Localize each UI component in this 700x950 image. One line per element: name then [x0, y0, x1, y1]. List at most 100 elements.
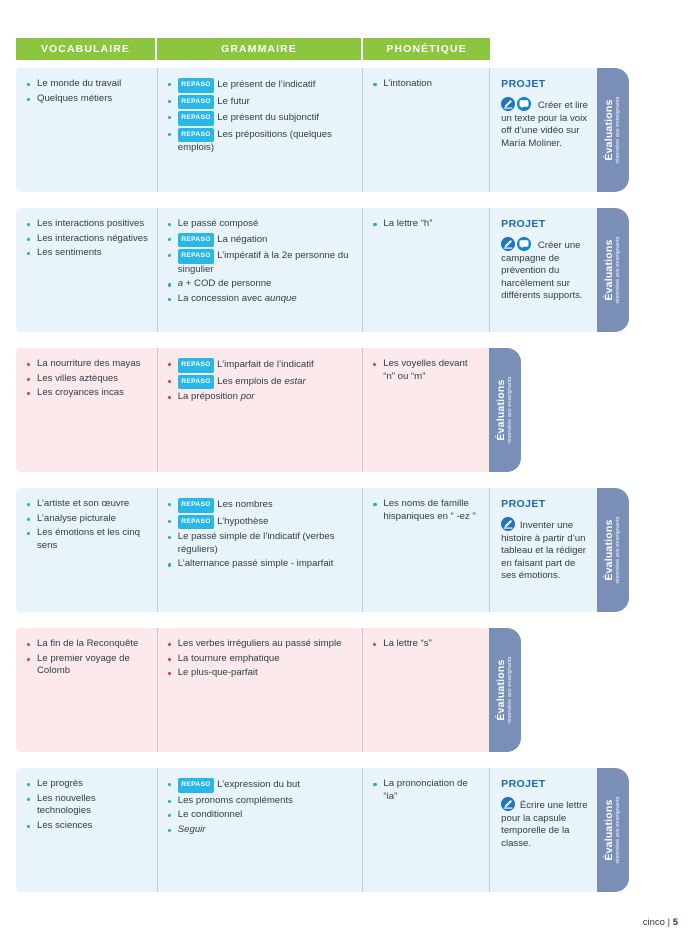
phonetique-list: L’intonation	[372, 78, 481, 91]
list-item: Les villes aztèques	[26, 373, 149, 386]
projet-title: PROJET	[501, 218, 546, 230]
projet-description: Créer et lire un texte pour la voix off …	[501, 97, 591, 150]
list-item-label: Les villes aztèques	[37, 372, 119, 384]
list-item-label: Le passé simple de l’indicatif (verbes r…	[177, 531, 335, 555]
list-item-label: Seguir	[177, 823, 206, 835]
evaluations-subtitle: réservées aux enseignants	[615, 96, 621, 164]
cell-phonetique: La prononciation de “ia”	[362, 768, 490, 892]
cell-phonetique: La lettre “h”	[362, 208, 490, 332]
page-number: 5	[672, 917, 678, 928]
list-item: Les sentiments	[26, 247, 149, 260]
list-item: Le conditionnel	[167, 809, 355, 822]
cell-phonetique: Les voyelles devant “n” ou “m”	[362, 348, 489, 472]
cell-phonetique: L’intonation	[362, 68, 490, 192]
list-item: Les sciences	[26, 820, 149, 833]
list-item: Les interactions négatives	[26, 233, 149, 246]
list-item: La lettre “h”	[372, 218, 481, 231]
header-grammaire: GRAMMAIRE	[157, 38, 363, 60]
header-vocabulaire: VOCABULAIRE	[16, 38, 157, 60]
list-item-label: L’artiste et son œuvre	[37, 498, 130, 509]
list-item-label: La prononciation de “ia”	[383, 778, 468, 802]
list-item: Les interactions positives	[26, 218, 149, 231]
list-item-label: Le passé composé	[177, 218, 259, 229]
list-item-label: Les emplois de estar	[217, 375, 306, 387]
list-item: Les voyelles devant “n” ou “m”	[372, 358, 481, 383]
projet-title: PROJET	[501, 778, 546, 790]
list-item: Le progrès	[26, 778, 149, 791]
list-item: La fin de la Reconquête	[26, 638, 149, 651]
list-item-label: La tournure emphatique	[177, 652, 280, 664]
evaluations-title: Évaluations	[603, 239, 615, 301]
list-item-label: La lettre “s”	[383, 638, 432, 649]
list-item: Seguir	[167, 824, 355, 837]
list-item: La lettre “s”	[372, 638, 481, 651]
footer-word: cinco	[642, 917, 665, 928]
evaluations-title: Évaluations	[603, 519, 615, 581]
cell-vocabulaire: La fin de la Reconquête Le premier voyage…	[16, 628, 157, 752]
list-item-label: Le premier voyage de Colomb	[37, 652, 130, 677]
list-item-label: Les sentiments	[37, 247, 102, 259]
phonetique-list: La prononciation de “ia”	[372, 778, 481, 803]
list-item: Quelques métiers	[26, 93, 149, 106]
list-item-label: Les sciences	[37, 819, 93, 831]
evaluations-subtitle: réservées aux enseignants	[615, 236, 621, 304]
pencil-icon	[501, 517, 516, 531]
speech-bubble-icon	[517, 97, 532, 111]
list-item: Le passé simple de l’indicatif (verbes r…	[167, 531, 355, 556]
projet-description: Créer une campagne de prévention du harc…	[501, 237, 591, 303]
list-item: Les verbes irréguliers au passé simple	[167, 638, 355, 651]
phonetique-list: La lettre “h”	[372, 218, 481, 231]
list-item-label: La préposition por	[177, 391, 255, 403]
unit-row-inner: La fin de la Reconquête Le premier voyage…	[16, 628, 521, 752]
list-item-label: La fin de la Reconquête	[37, 638, 139, 649]
list-item-label: Le progrès	[37, 778, 83, 789]
list-item-label: La négation	[217, 233, 268, 245]
list-item-label: Le futur	[217, 95, 250, 107]
list-item-label: Les interactions négatives	[37, 232, 148, 244]
list-item: Le monde du travail	[26, 78, 149, 91]
list-item-label: Les nombres	[217, 499, 273, 511]
list-item: Les noms de famille hispaniques en “ -ez…	[372, 498, 481, 523]
cell-phonetique: Les noms de famille hispaniques en “ -ez…	[362, 488, 490, 612]
projet-description: Écrire une lettre pour la capsule tempor…	[501, 797, 591, 850]
list-item-label: Les nouvelles technologies	[37, 792, 96, 817]
list-item: La nourriture des mayas	[26, 358, 149, 371]
list-item-label: L’analyse picturale	[37, 512, 116, 524]
list-item: L’analyse picturale	[26, 513, 149, 526]
list-item: Les émotions et les cinq sens	[26, 527, 149, 552]
evaluations-subtitle: réservées aux enseignants	[615, 796, 621, 864]
repaso-badge: REPASO	[177, 358, 215, 373]
vocabulaire-list: La fin de la Reconquête Le premier voyage…	[26, 638, 149, 678]
phonetique-list: La lettre “s”	[372, 638, 481, 651]
list-item-label: Le présent de l’indicatif	[217, 79, 316, 91]
list-item-label: Les voyelles devant “n” ou “m”	[383, 358, 468, 382]
list-item: a + COD de personne	[167, 278, 355, 291]
list-item-label: Le monde du travail	[37, 78, 122, 89]
unit-row: La fin de la Reconquête Le premier voyage…	[16, 628, 521, 752]
list-item-label: Le présent du subjonctif	[217, 112, 320, 124]
